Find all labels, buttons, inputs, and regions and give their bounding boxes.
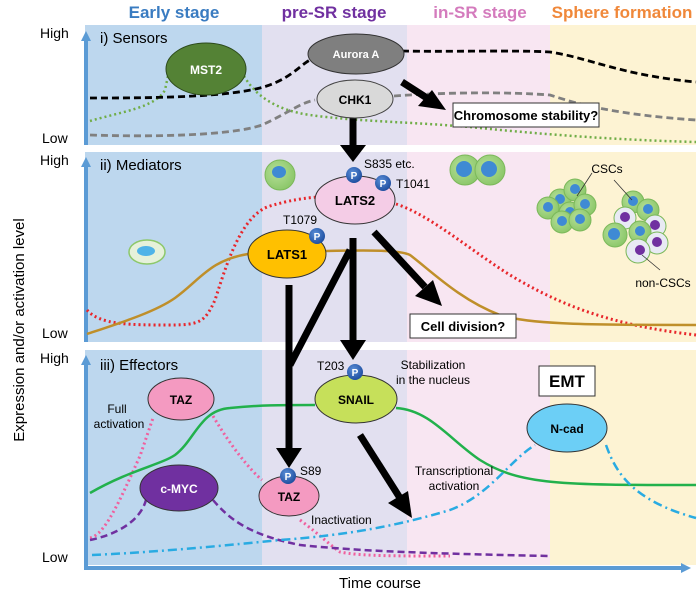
pointer-cscs-1 — [576, 172, 593, 197]
curve-chk1 — [89, 91, 697, 138]
label-inactivation: Inactivation — [311, 513, 372, 527]
phospho-symbol: P — [352, 368, 359, 379]
panel-3-bg — [85, 350, 696, 565]
box-emt: EMT — [538, 365, 596, 397]
arrow-aurora-chromosome — [400, 79, 432, 103]
box-label: EMT — [549, 372, 586, 391]
label-transcriptional-1: Transcriptional — [415, 464, 493, 478]
arrow-head — [340, 145, 366, 162]
level-high-2: High — [40, 152, 69, 168]
arrow-head — [388, 491, 412, 518]
node-chk1: CHK1 — [316, 79, 394, 119]
axes — [81, 31, 691, 573]
site-s89: S89 — [300, 464, 322, 478]
label-cscs: CSCs — [591, 162, 622, 176]
label-full-activation-2: activation — [94, 417, 145, 431]
phospho-lats2-t1041: P — [375, 175, 391, 191]
node-label: TAZ — [278, 490, 300, 504]
curve-snail — [89, 403, 697, 495]
node-ncad: N-cad — [526, 403, 608, 453]
level-low-2: Low — [42, 325, 69, 341]
cell-cluster-cscs — [536, 178, 597, 234]
phospho-lats2-s835: P — [346, 167, 362, 183]
node-label: TAZ — [170, 393, 192, 407]
cell-cluster-mixed — [602, 190, 669, 264]
node-lats1: LATS1 — [247, 229, 327, 279]
phospho-symbol: P — [380, 179, 387, 190]
x-axis-label: Time course — [339, 575, 421, 592]
node-lats2: LATS2 — [314, 175, 396, 225]
arrow-lats2-celldivision — [371, 229, 428, 290]
label-stabilization-2: in the nucleus — [396, 373, 470, 387]
panel-3-curves — [89, 403, 697, 558]
cell-dividing — [449, 154, 506, 186]
bg-insr — [407, 152, 550, 342]
node-label: SNAIL — [338, 393, 374, 407]
panel-title-mediators: ii) Mediators — [100, 157, 182, 174]
curve-ncad — [91, 443, 697, 557]
label-transcriptional-2: activation — [429, 479, 480, 493]
node-aurora-a: Aurora A — [307, 33, 405, 75]
cell-single-presr — [264, 159, 296, 191]
y-axis-label: Expression and/or activation level — [11, 218, 28, 441]
curve-cmyc — [89, 499, 551, 558]
phospho-snail-t203: P — [347, 364, 363, 380]
phospho-taz-s89: P — [280, 468, 296, 484]
node-mst2: MST2 — [165, 42, 247, 96]
node-snail: SNAIL — [314, 374, 398, 424]
arrow-head — [418, 90, 446, 110]
phospho-symbol: P — [351, 171, 358, 182]
node-taz-full: TAZ — [147, 377, 215, 421]
label-full-activation-1: Full — [107, 402, 126, 416]
arrow-head — [415, 280, 442, 306]
box-label: Chromosome stability? — [454, 108, 599, 123]
phospho-symbol: P — [285, 472, 292, 483]
panel-title-sensors: i) Sensors — [100, 30, 168, 47]
node-label: LATS2 — [335, 193, 375, 208]
node-label: N-cad — [550, 422, 583, 436]
phospho-lats1-t1079: P — [309, 228, 325, 244]
node-label: Aurora A — [333, 49, 380, 61]
level-low-1: Low — [42, 130, 69, 146]
box-chromosome-stability: Chromosome stability? — [452, 102, 600, 128]
panel-2-curves — [85, 195, 697, 337]
box-label: Cell division? — [421, 319, 506, 334]
stage-header-sphere: Sphere formation — [552, 3, 693, 22]
curve-aurora — [89, 49, 697, 100]
level-high-3: High — [40, 350, 69, 366]
arrows — [276, 79, 446, 518]
stage-header-insr: in-SR stage — [433, 3, 527, 22]
curve-taz — [89, 415, 451, 558]
label-stabilization-1: Stabilization — [401, 358, 466, 372]
node-label: LATS1 — [267, 247, 307, 262]
arrow-head — [276, 448, 302, 468]
bg-early — [85, 152, 262, 342]
level-high-1: High — [40, 25, 69, 41]
label-non-cscs: non-CSCs — [635, 276, 690, 290]
arrow-snail-transcription — [357, 433, 403, 500]
pointer-non-cscs — [641, 254, 661, 271]
level-low-3: Low — [42, 549, 69, 565]
site-t203: T203 — [317, 359, 345, 373]
site-t1079: T1079 — [283, 213, 317, 227]
phospho-symbol: P — [314, 232, 321, 243]
node-label: MST2 — [190, 63, 222, 77]
curve-mst2 — [89, 75, 697, 144]
panel-1-curves — [89, 49, 697, 144]
cell-single-early — [128, 239, 166, 265]
pointer-cscs-2 — [613, 179, 633, 201]
box-cell-division: Cell division? — [409, 313, 517, 339]
panel-2-bg — [85, 152, 696, 342]
stage-header-early: Early stage — [129, 3, 220, 22]
arrow-lats2-taz-branch — [286, 248, 354, 367]
node-label: CHK1 — [339, 93, 372, 107]
arrow-head — [340, 340, 366, 360]
site-s835: S835 etc. — [364, 157, 415, 171]
panel-title-effectors: iii) Effectors — [100, 357, 178, 374]
node-cmyc: c-MYC — [139, 464, 219, 512]
stage-header-presr: pre-SR stage — [282, 3, 387, 22]
site-t1041: T1041 — [396, 177, 430, 191]
node-label: c-MYC — [160, 482, 198, 496]
